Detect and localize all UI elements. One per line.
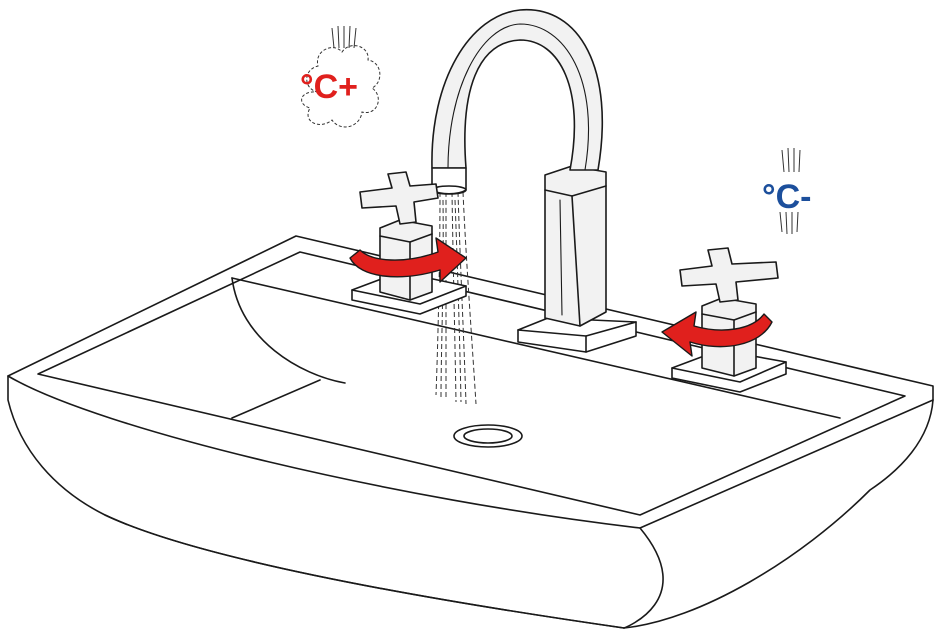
washbasin <box>8 236 933 628</box>
cold-indicator: °C- <box>762 148 811 234</box>
hot-indicator: °C+ <box>300 26 380 127</box>
cold-label: °C- <box>762 178 811 216</box>
hot-label: °C+ <box>300 68 358 106</box>
cold-handle-cross <box>680 248 778 302</box>
spout-gooseneck <box>432 10 602 170</box>
drain <box>454 425 522 447</box>
hot-handle-cross <box>360 172 438 224</box>
